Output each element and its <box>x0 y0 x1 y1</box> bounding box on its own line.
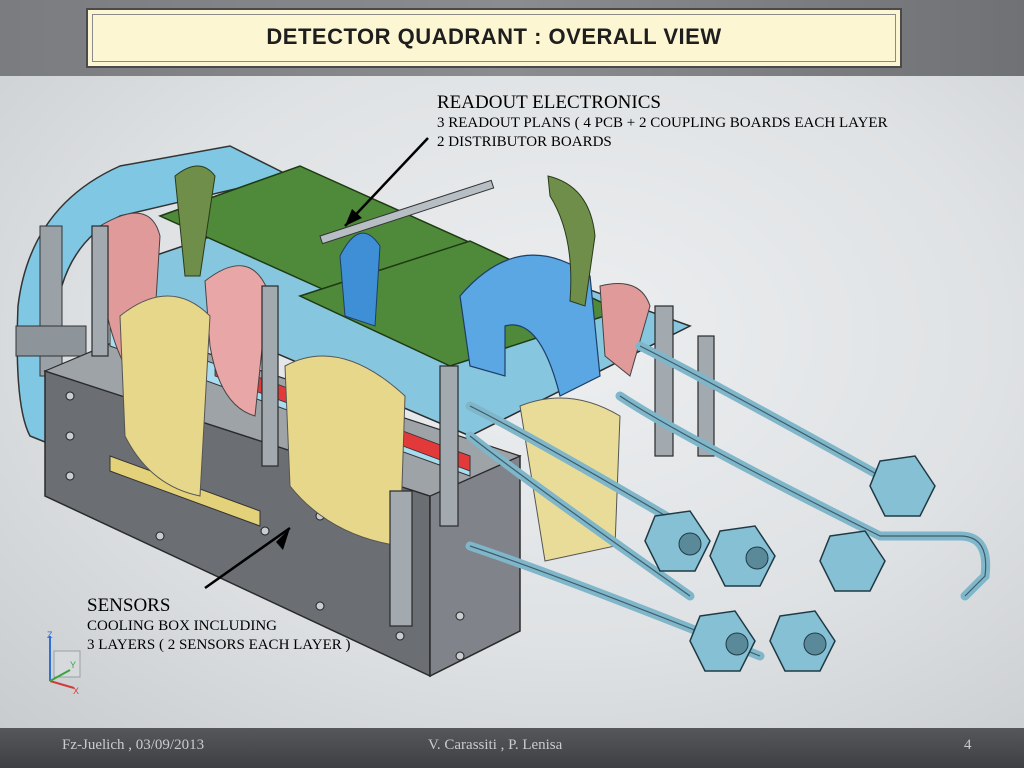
footer-location-date: Fz-Juelich , 03/09/2013 <box>62 737 205 753</box>
pcb-rod <box>319 179 495 245</box>
blue-flex-front <box>339 232 381 327</box>
sensors-heading: SENSORS <box>87 595 171 616</box>
detector-illustration: Z Y X <box>15 137 991 696</box>
green-flex-left <box>174 165 216 277</box>
slide-title: DETECTOR QUADRANT : OVERALL VIEW <box>266 24 722 49</box>
sensors-label: SENSORS COOLING BOX INCLUDING 3 LAYERS (… <box>87 595 351 655</box>
yellow-flex-left <box>119 295 211 497</box>
readout-arrowhead <box>345 209 362 226</box>
readout-arrow <box>344 137 429 227</box>
fitting-bores <box>678 532 827 656</box>
green-flex-right <box>547 175 596 307</box>
pink-flex-middle <box>204 265 269 417</box>
blue-flex-loop <box>459 254 601 397</box>
slide-footer: Fz-Juelich , 03/09/2013 V. Carassiti , P… <box>0 728 1024 768</box>
axis-y-label: Y <box>70 660 76 670</box>
sensors-arrow <box>204 526 291 590</box>
left-bracket <box>15 325 87 357</box>
footer-authors: V. Carassiti , P. Lenisa <box>428 737 563 753</box>
axis-triad: Z Y X <box>47 630 81 696</box>
readout-heading: READOUT ELECTRONICS <box>437 92 661 113</box>
sensors-line-2: 3 LAYERS ( 2 SENSORS EACH LAYER ) <box>87 637 351 653</box>
readout-line-1: 3 READOUT PLANS ( 4 PCB + 2 COUPLING BOA… <box>437 115 888 131</box>
axis-z-label: Z <box>47 630 53 640</box>
readout-label: READOUT ELECTRONICS 3 READOUT PLANS ( 4 … <box>437 92 888 152</box>
sensors-line-1: COOLING BOX INCLUDING <box>87 618 277 634</box>
slide-number: 4 <box>964 737 972 753</box>
pink-flex-right <box>599 283 651 377</box>
title-box-inner-border <box>92 14 896 62</box>
pipe-fittings <box>644 455 936 672</box>
title-box: DETECTOR QUADRANT : OVERALL VIEW <box>86 8 902 68</box>
side-shell <box>16 145 293 448</box>
sensors-arrowhead <box>276 528 290 550</box>
axis-x-label: X <box>73 686 79 696</box>
readout-line-2: 2 DISTRIBUTOR BOARDS <box>437 134 612 150</box>
yellow-flex-right <box>519 397 621 562</box>
